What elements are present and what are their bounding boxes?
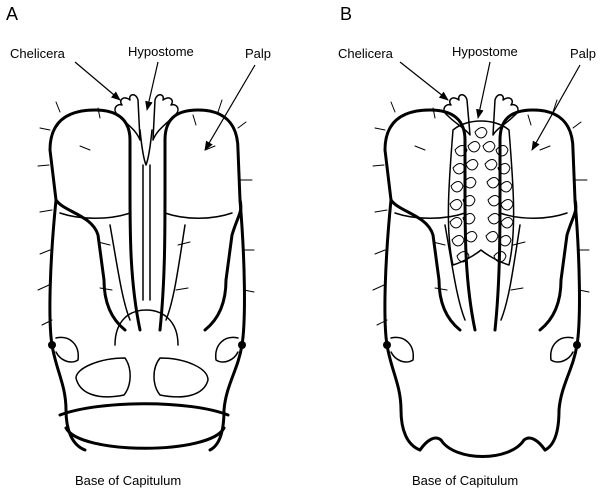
chelicera-b [444, 95, 470, 135]
capitulum-outline-b [373, 100, 589, 450]
panel-a: A Chelicera Hypostome Palp Base of Capit… [6, 4, 271, 488]
capitulum-outline-a [38, 100, 254, 450]
chelicera-label-b: Chelicera [338, 46, 394, 61]
panel-a-letter: A [6, 4, 18, 24]
hypostome-b [448, 121, 513, 265]
base-label-b: Base of Capitulum [412, 473, 518, 488]
panel-b-letter: B [340, 4, 352, 24]
palp-label-a: Palp [245, 46, 271, 61]
hypostome-a [140, 130, 152, 165]
chelicera-b-right [493, 95, 518, 135]
base-label-a: Base of Capitulum [75, 473, 181, 488]
palp-label-b: Palp [570, 46, 596, 61]
hypostome-label-b: Hypostome [452, 44, 518, 59]
panel-b: B [338, 4, 596, 488]
hypostome-label-a: Hypostome [128, 44, 194, 59]
chelicera-label-a: Chelicera [10, 46, 66, 61]
